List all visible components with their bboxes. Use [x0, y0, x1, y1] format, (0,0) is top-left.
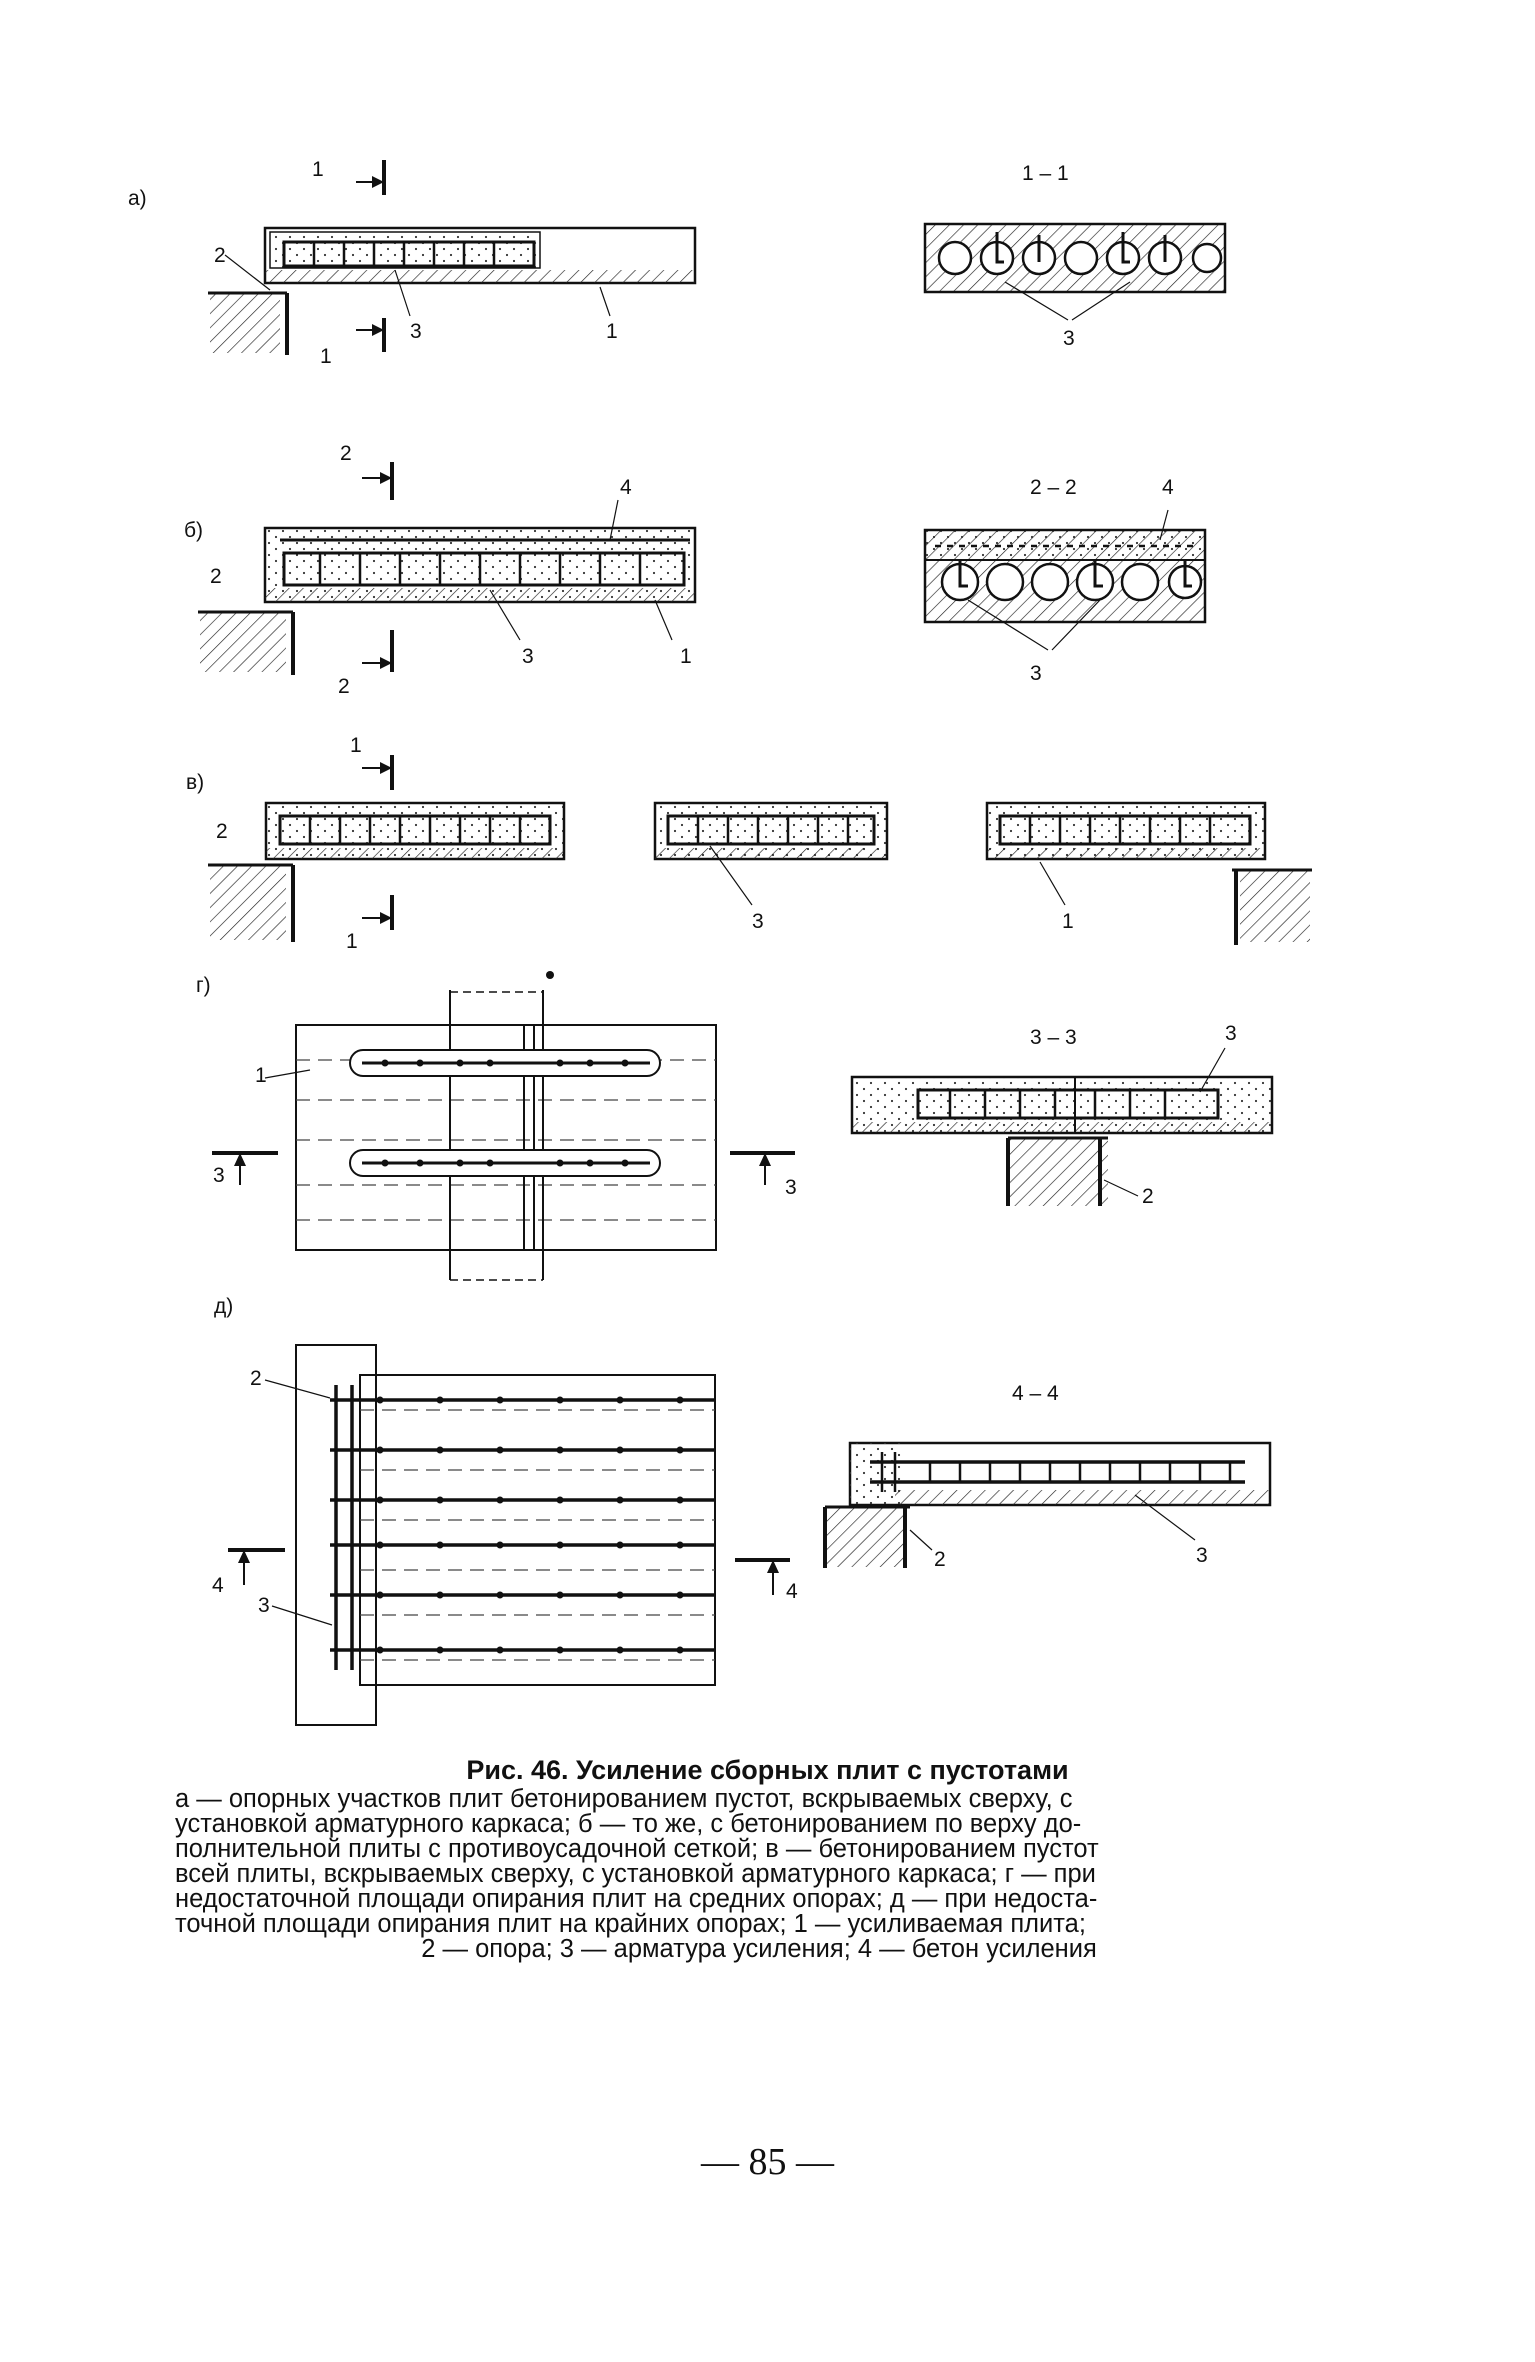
section-2-2-title: 2 – 2 [1030, 476, 1077, 499]
panel-d-label: 2 [250, 1367, 262, 1390]
rebar-cage-3 [282, 240, 536, 268]
slab-plan-edge [359, 1374, 716, 1686]
panel-a-label: 1 [312, 158, 324, 181]
panel-v-label: 2 [216, 820, 228, 843]
panel-v-label: 1 [350, 734, 362, 757]
caption-line: установкой арматурного каркаса; б — то ж… [175, 1810, 1082, 1838]
panel-v-letter: в) [186, 771, 204, 794]
panel-b-label: 4 [620, 476, 632, 499]
panel-g: г) 1 3 3 [196, 971, 1274, 1281]
panel-d: д) 2 4 3 4 [212, 1295, 1272, 1726]
panel-b: б) 2 2 2 3 1 4 2 – 2 4 [184, 442, 1207, 698]
figure-46-drawings: а) 1 1 2 3 1 1 – 1 [128, 158, 1312, 1726]
section-1-1-title: 1 – 1 [1022, 162, 1069, 185]
panel-d-label: 2 [934, 1548, 946, 1571]
support-plan [295, 1344, 377, 1726]
panel-d-label: 4 [212, 1574, 224, 1597]
panel-d-label: 4 [786, 1580, 798, 1603]
panel-g-label: 3 [785, 1176, 797, 1199]
figure-caption-title: Рис. 46. Усиление сборных плит с пустота… [466, 1755, 1069, 1785]
panel-a-label: 2 [214, 244, 226, 267]
panel-a-label: 1 [606, 320, 618, 343]
section-3-3-title: 3 – 3 [1030, 1026, 1077, 1049]
panel-b-label: 2 [210, 565, 222, 588]
support-hatch [210, 293, 280, 353]
panel-d-label: 3 [258, 1594, 270, 1617]
panel-v-label: 1 [346, 930, 358, 953]
panel-v-label: 1 [1062, 910, 1074, 933]
panel-a-label: 3 [1063, 327, 1075, 350]
panel-g-label: 3 [213, 1164, 225, 1187]
caption-line: точной площади опирания плит на крайних … [175, 1910, 1086, 1938]
figure-caption-body: а — опорных участков плит бетонированием… [175, 1785, 1343, 1963]
panel-b-label: 1 [680, 645, 692, 668]
panel-a-label: 3 [410, 320, 422, 343]
panel-v-label: 3 [752, 910, 764, 933]
panel-v: в) 1 1 2 3 [186, 734, 1312, 953]
caption-line: 2 — опора; 3 — арматура усиления; 4 — бе… [421, 1935, 1097, 1963]
caption-line: недостаточной площади опирания плит на с… [175, 1885, 1098, 1913]
panel-a: а) 1 1 2 3 1 1 – 1 [128, 158, 1227, 368]
panel-b-letter: б) [184, 519, 203, 542]
panel-g-label: 3 [1225, 1022, 1237, 1045]
caption-line: а — опорных участков плит бетонированием… [175, 1785, 1073, 1813]
panel-d-label: 3 [1196, 1544, 1208, 1567]
caption-line: полнительной плиты с противоусадочной се… [175, 1835, 1099, 1863]
panel-g-label: 2 [1142, 1185, 1154, 1208]
section-4-4-title: 4 – 4 [1012, 1382, 1059, 1405]
panel-b-label: 3 [522, 645, 534, 668]
panel-a-letter: а) [128, 187, 147, 210]
panel-a-label: 1 [320, 345, 332, 368]
panel-b-label: 2 [340, 442, 352, 465]
slab-plan [295, 1024, 717, 1251]
page-number: — 85 — [701, 2141, 834, 2183]
panel-g-label: 1 [255, 1064, 267, 1087]
panel-b-label: 4 [1162, 476, 1174, 499]
caption-line: всей плиты, вскрываемых сверху, с устано… [175, 1860, 1096, 1888]
panel-b-label: 2 [338, 675, 350, 698]
panel-b-label: 3 [1030, 662, 1042, 685]
panel-d-letter: д) [214, 1295, 233, 1318]
panel-g-letter: г) [196, 974, 211, 997]
